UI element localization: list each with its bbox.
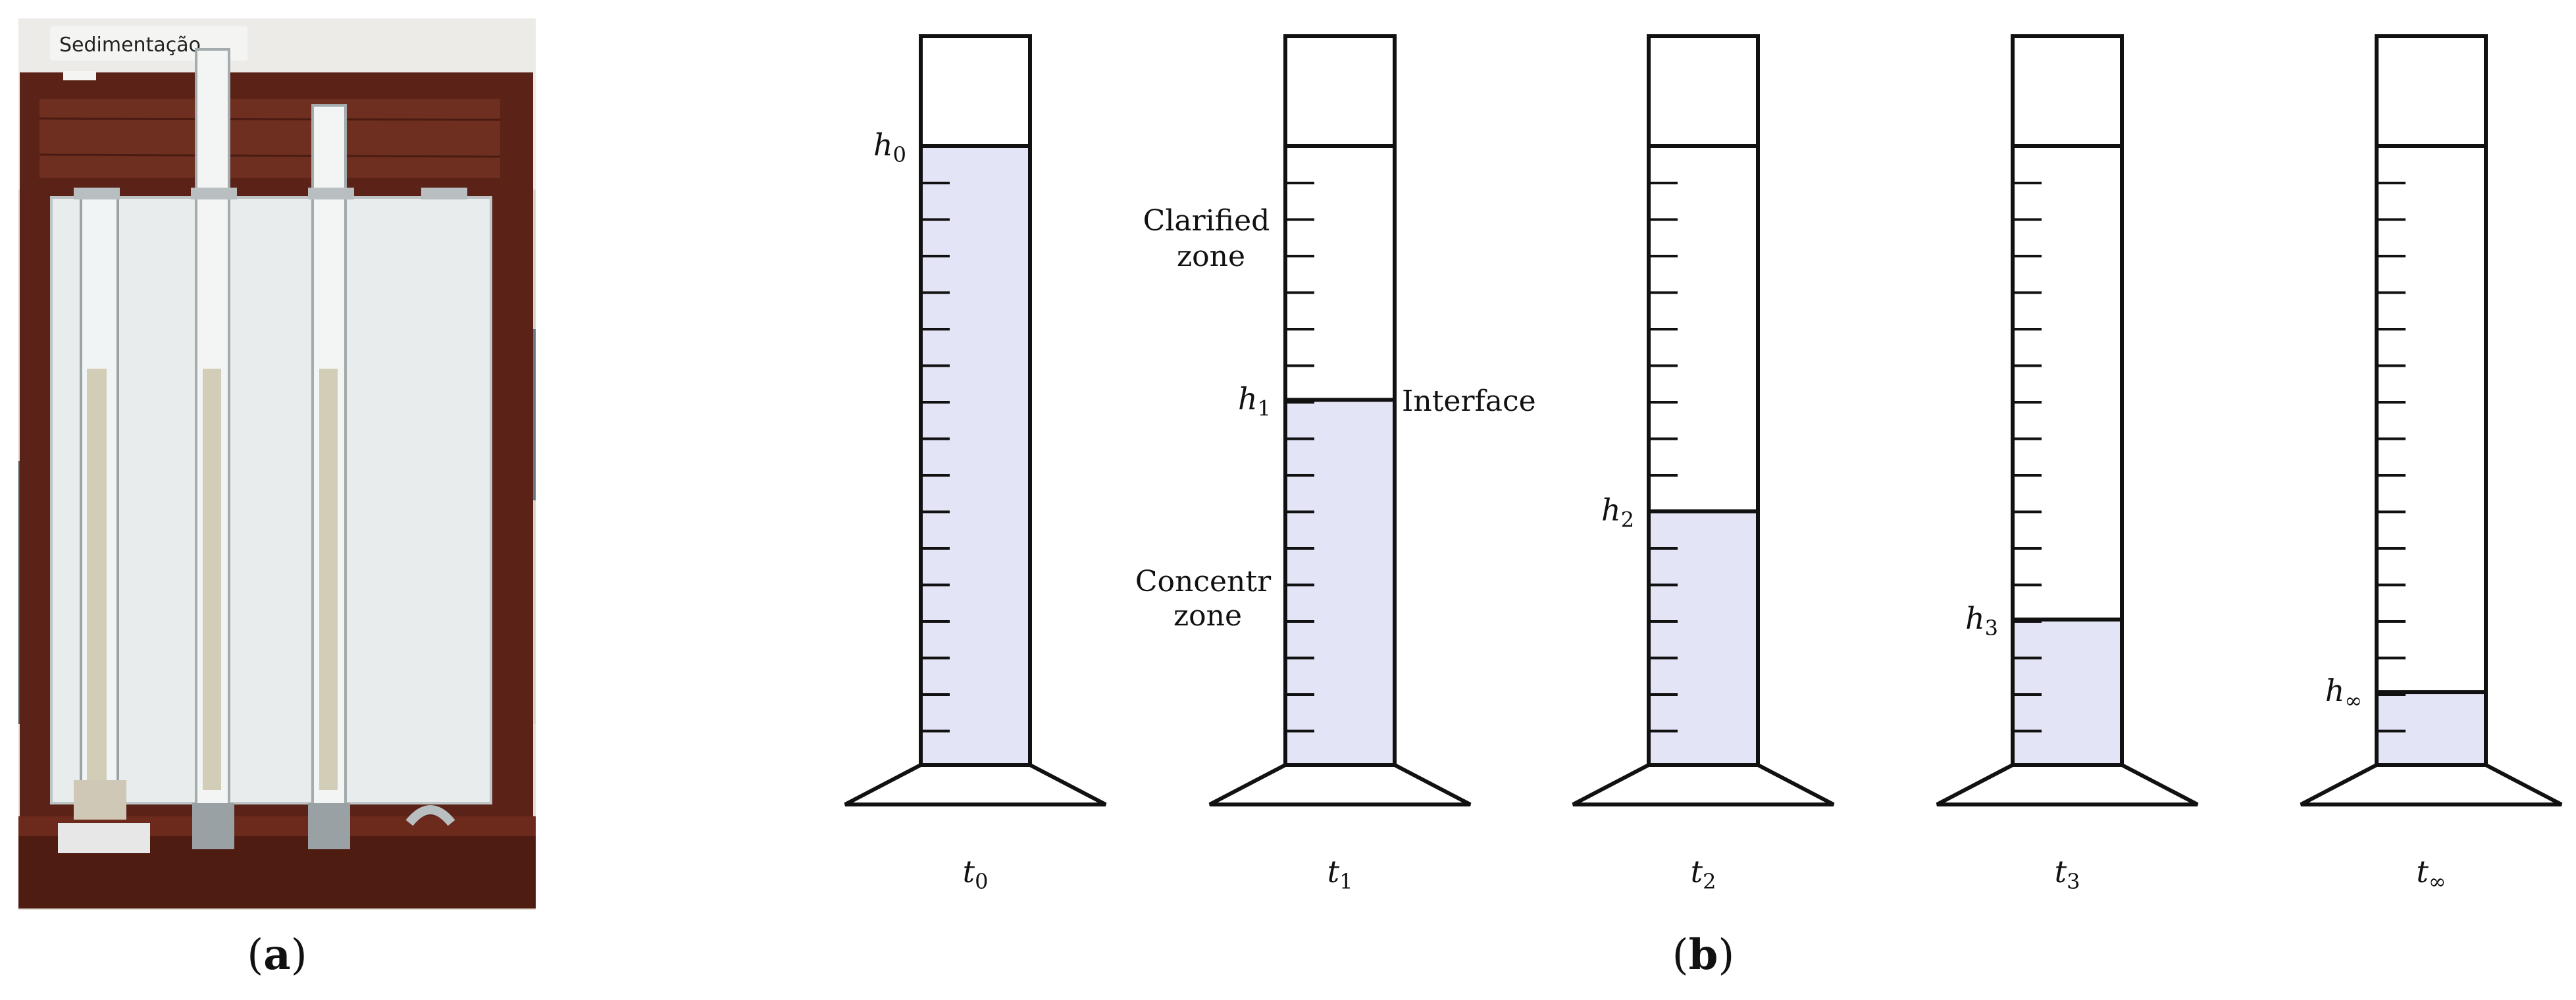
- cylinders-layer: h0 t0 h1 t1 h2 t2 h3 t3 h∞ t∞: [844, 34, 2563, 894]
- cylinder-1: h1 t1: [1208, 34, 1472, 894]
- height-label: h3: [1965, 600, 1998, 641]
- clarified-zone-label: Clarified zone: [1143, 204, 1279, 273]
- clarified-zone-line2: zone: [1177, 240, 1245, 273]
- interface-label: Interface: [1402, 384, 1536, 418]
- time-label: t1: [1327, 854, 1353, 894]
- height-label: h0: [873, 127, 906, 167]
- time-label: t3: [2055, 854, 2080, 894]
- height-label: h∞: [2325, 673, 2362, 713]
- suspension-fill: [921, 146, 1030, 765]
- suspension-fill: [2013, 619, 2122, 765]
- panel-b-caption: (b): [1672, 930, 1735, 980]
- suspension-fill: [2377, 692, 2486, 765]
- cylinder-base: [1936, 763, 2199, 806]
- panel-b-diagram: h0 t0 h1 t1 h2 t2 h3 t3 h∞ t∞ Clarified zone Inte…: [844, 34, 2563, 980]
- cylinder-base: [844, 763, 1107, 806]
- time-label: t0: [963, 854, 989, 894]
- height-label: h1: [1238, 381, 1271, 421]
- suspension-fill: [1285, 400, 1395, 765]
- concentr-zone-line1: Concentr: [1135, 565, 1272, 598]
- cylinder-base: [1572, 763, 1835, 806]
- panel-a-caption: (a): [247, 930, 307, 980]
- clarified-zone-line1: Clarified: [1143, 204, 1270, 238]
- glass-cylinder: [192, 48, 234, 849]
- clamp: [74, 188, 467, 826]
- backboard: [51, 197, 491, 803]
- time-label: t2: [1691, 854, 1716, 894]
- cylinder-4: h∞ t∞: [2300, 34, 2563, 894]
- suspension-fill: [1649, 511, 1758, 765]
- cylinder-3: h3 t3: [1936, 34, 2199, 894]
- panel-a-photo: Sedimentação (a): [18, 18, 536, 980]
- cylinder-0: h0 t0: [844, 34, 1107, 894]
- concentr-zone-label: Concentr zone: [1135, 565, 1280, 633]
- concentr-zone-line2: zone: [1173, 599, 1242, 633]
- cylinder-base: [1208, 763, 1472, 806]
- glass-cylinder: [58, 196, 150, 853]
- height-label: h2: [1601, 492, 1634, 533]
- photo-label: Sedimentação: [59, 34, 201, 57]
- cylinder-base: [2300, 763, 2563, 806]
- cylinder-2: h2 t2: [1572, 34, 1835, 894]
- time-label: t∞: [2416, 854, 2446, 894]
- glass-cylinder: [308, 104, 350, 849]
